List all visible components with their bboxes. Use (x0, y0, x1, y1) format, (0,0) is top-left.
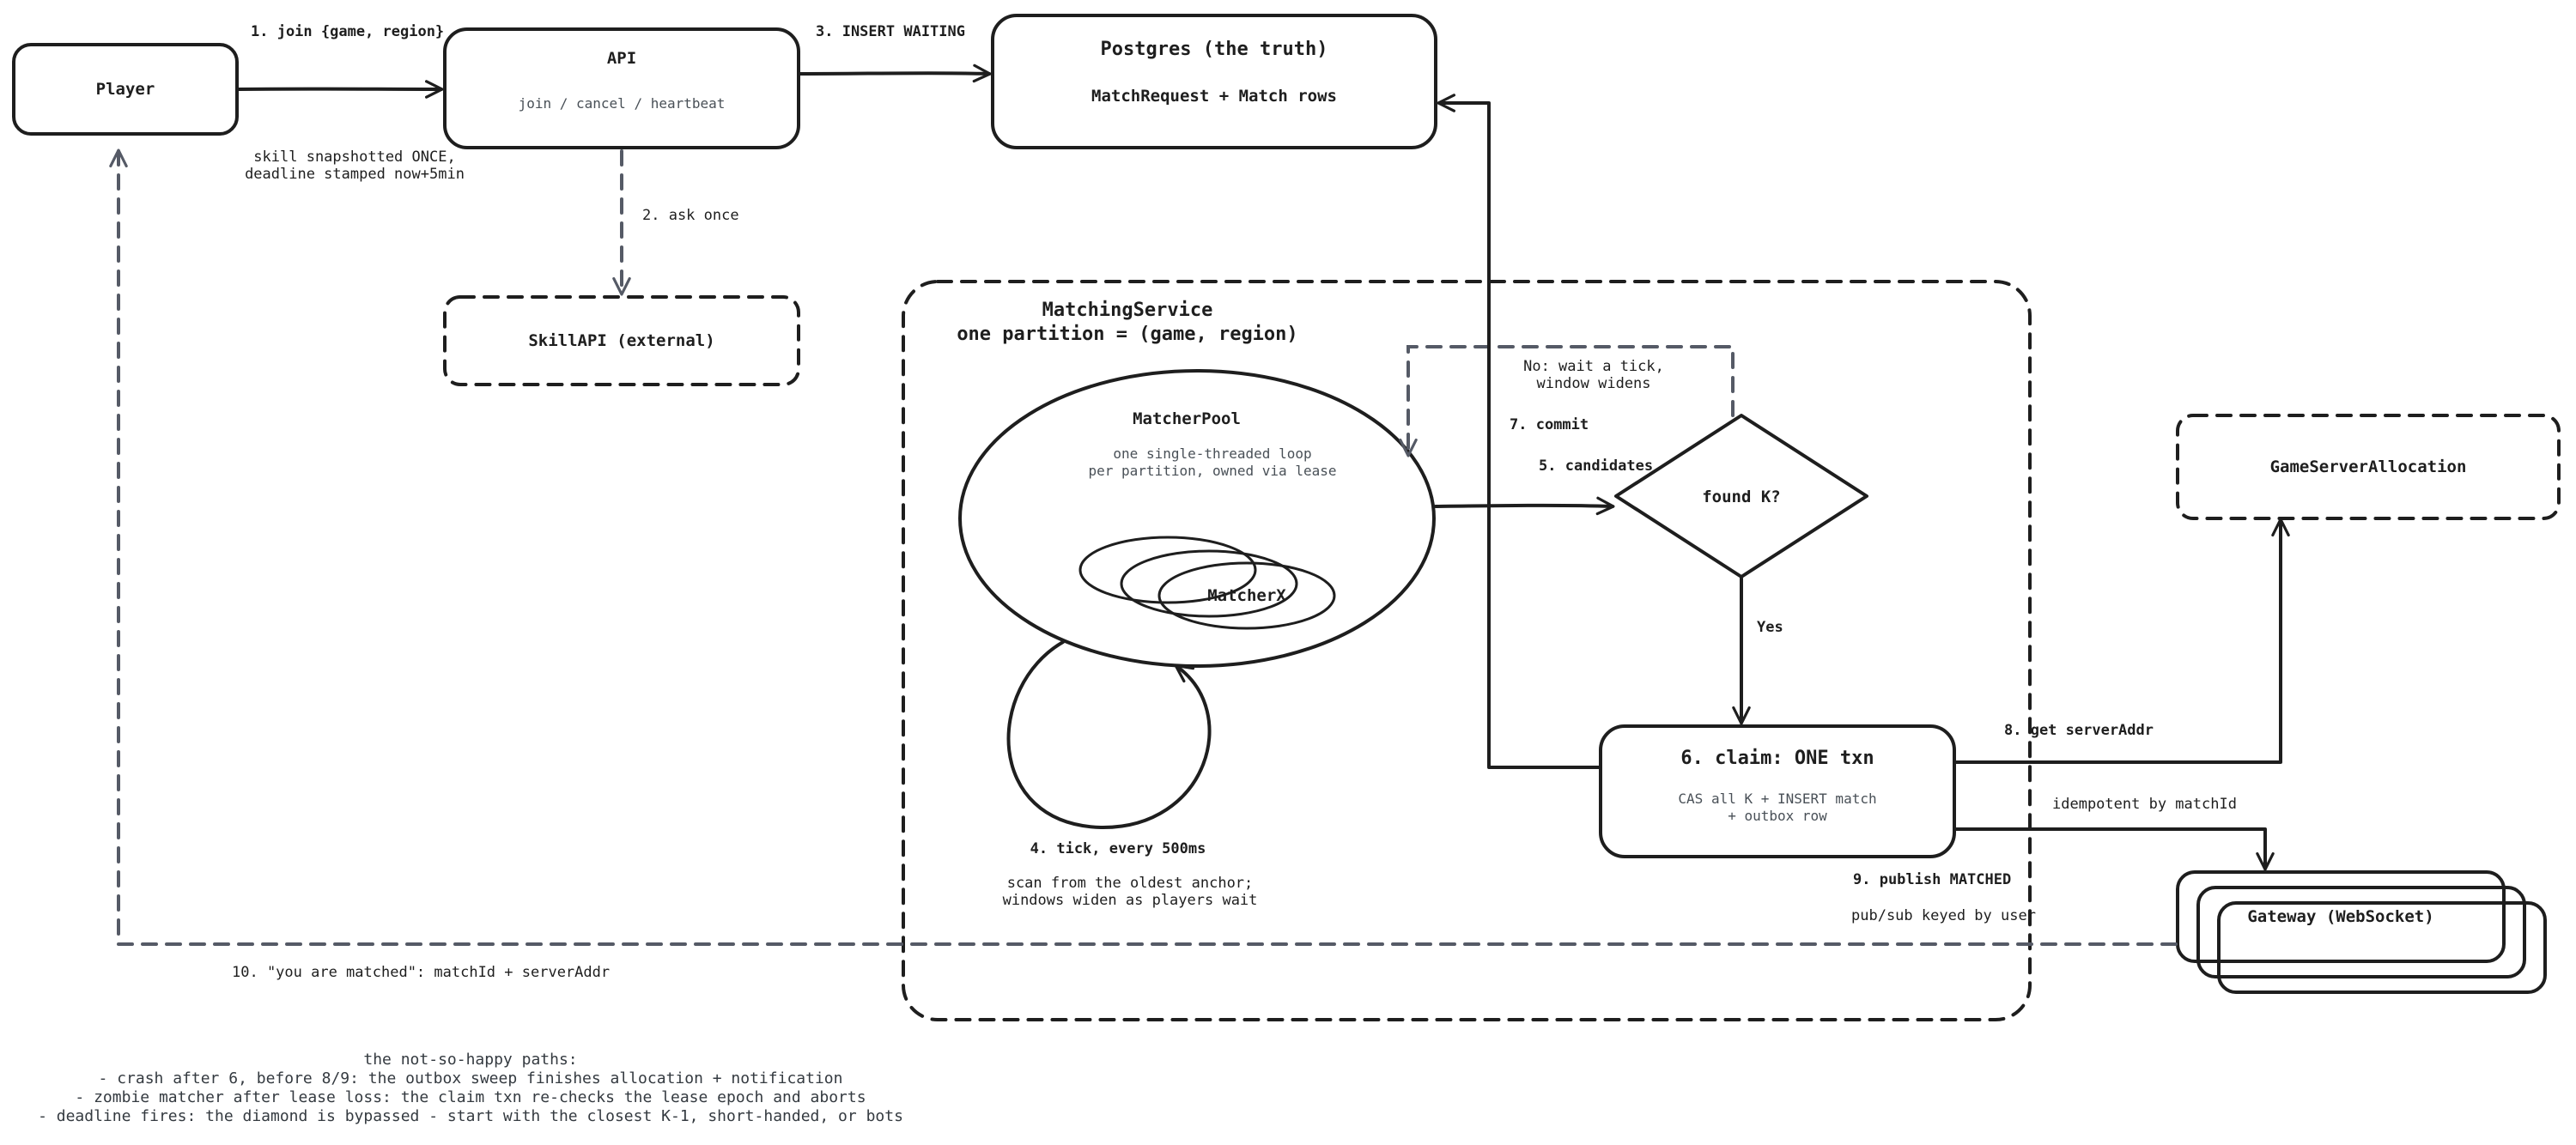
postgres-label: Postgres (the truth) (1101, 39, 1328, 60)
claim-label: 6. claim: ONE txn (1680, 748, 1874, 769)
edge-pubsub-label: pub/sub keyed by user (1851, 907, 2036, 924)
edge-candidates-label: 5. candidates (1539, 457, 1653, 475)
footer-notes: the not-so-happy paths: - crash after 6,… (38, 1051, 903, 1125)
edge-candidates: 5. candidates (1434, 457, 1653, 516)
skillapi-box (443, 295, 800, 386)
matcher-instance-back (1078, 536, 1257, 604)
game-server-allocation-label: GameServerAllocation (2270, 457, 2467, 476)
found-k-label: found K? (1702, 488, 1781, 506)
matching-service-title: MatchingService (1042, 300, 1213, 321)
edge-insert-waiting-line (799, 64, 992, 83)
edge-you-matched: 10. "you are matched": matchId + serverA… (109, 148, 2178, 981)
edge-idempotent-label: idempotent by matchId (2052, 796, 2237, 813)
edge-get-server-label: 8. get serverAddr (2004, 722, 2154, 739)
edge-tick-note-2: windows widen as players wait (1003, 892, 1258, 909)
edge-no-wait-line (1399, 345, 1735, 457)
edge-commit-line (1437, 94, 1601, 769)
skill-note-1: skill snapshotted ONCE, (253, 148, 455, 166)
edge-yes-label: Yes (1757, 619, 1783, 636)
edge-tick-loop (1006, 640, 1212, 830)
claim-sub-2: + outbox row (1728, 808, 1827, 824)
edge-tick-note-1: scan from the oldest anchor; (1007, 875, 1254, 892)
edge-tick: 4. tick, every 500ms scan from the oldes… (1003, 640, 1258, 909)
edge-ask-once: 2. ask once (612, 149, 739, 296)
edge-publish: 9. publish MATCHED pub/sub keyed by user (1851, 827, 2275, 924)
edge-yes: Yes (1732, 577, 1783, 725)
matching-service-subtitle: one partition = (game, region) (957, 324, 1297, 345)
matcher-pool-label: MatcherPool (1133, 409, 1241, 428)
edge-publish-label: 9. publish MATCHED (1853, 871, 2011, 888)
edge-insert-waiting: 3. INSERT WAITING (799, 23, 992, 83)
skillapi-node[interactable]: SkillAPI (external) (443, 295, 800, 386)
matcher-pool-ellipse (958, 369, 1436, 668)
api-sub: join / cancel / heartbeat (519, 95, 726, 112)
matcher-pool-sub-2: per partition, owned via lease (1089, 463, 1337, 479)
edge-tick-label: 4. tick, every 500ms (1030, 840, 1206, 857)
matcher-instance-middle (1120, 549, 1298, 618)
skillapi-label: SkillAPI (external) (528, 331, 714, 350)
edge-publish-line (1954, 827, 2275, 871)
matcher-pool-sub-1: one single-threaded loop (1113, 445, 1311, 462)
edge-ask-once-label: 2. ask once (642, 207, 739, 224)
gateway-node[interactable]: Gateway (WebSocket) (2176, 870, 2547, 994)
footer-notes-title: the not-so-happy paths: (363, 1051, 577, 1069)
footer-note-item: - zombie matcher after lease loss: the c… (75, 1088, 866, 1106)
edge-insert-waiting-label: 3. INSERT WAITING (816, 23, 965, 40)
gateway-label: Gateway (WebSocket) (2247, 907, 2433, 926)
postgres-node[interactable]: Postgres (the truth) MatchRequest + Matc… (991, 14, 1437, 149)
matching-service-boundary (902, 280, 2032, 1021)
gateway-box (2176, 870, 2506, 963)
claim-box (1599, 724, 1956, 858)
claim-sub-1: CAS all K + INSERT match (1678, 791, 1876, 807)
matcher-instance-front (1157, 561, 1336, 630)
edge-commit: 7. commit (1437, 94, 1601, 769)
edge-you-matched-line (109, 148, 2178, 946)
postgres-box (991, 14, 1437, 149)
matcher-stack[interactable]: MatcherX (1078, 536, 1336, 630)
gateway-shadow-back (2217, 901, 2547, 994)
edge-join: 1. join {game, region} (237, 23, 444, 99)
edge-no-wait: No: wait a tick, window widens (1399, 345, 1735, 457)
edge-join-label: 1. join {game, region} (251, 23, 444, 40)
player-node[interactable]: Player (12, 43, 239, 136)
edge-commit-label: 7. commit (1510, 416, 1589, 433)
api-box (443, 27, 800, 149)
gateway-shadow-middle (2196, 886, 2526, 978)
game-server-allocation-node[interactable]: GameServerAllocation (2176, 414, 2561, 520)
game-server-allocation-box (2176, 414, 2561, 520)
matching-service-group: MatchingService one partition = (game, r… (902, 280, 2032, 1021)
postgres-sub: MatchRequest + Match rows (1091, 87, 1337, 106)
matcher-pool-node[interactable]: MatcherPool one single-threaded loop per… (958, 369, 1436, 668)
footer-note-item: - deadline fires: the diamond is bypasse… (38, 1107, 903, 1125)
edge-no-wait-label-1: No: wait a tick, (1523, 358, 1664, 375)
matcher-x-label: MatcherX (1207, 586, 1286, 605)
edge-no-wait-label-2: window widens (1536, 375, 1650, 392)
api-node[interactable]: API join / cancel / heartbeat (443, 27, 800, 149)
claim-node[interactable]: 6. claim: ONE txn CAS all K + INSERT mat… (1599, 724, 1956, 858)
edge-you-matched-label: 10. "you are matched": matchId + serverA… (232, 964, 610, 981)
skill-note-2: deadline stamped now+5min (245, 166, 465, 183)
edge-get-server: 8. get serverAddr idempotent by matchId (1954, 518, 2290, 813)
footer-note-item: - crash after 6, before 8/9: the outbox … (99, 1069, 843, 1087)
found-k-decision[interactable]: found K? (1614, 414, 1868, 579)
edge-get-server-line (1954, 518, 2290, 764)
api-label: API (607, 49, 636, 68)
player-label: Player (96, 80, 155, 99)
